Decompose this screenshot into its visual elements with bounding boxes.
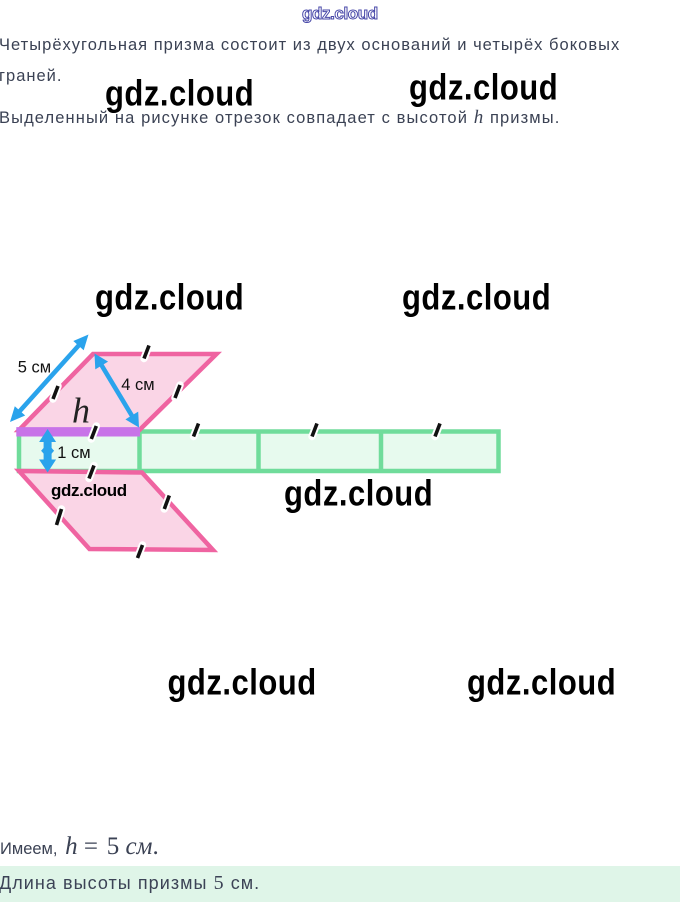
svg-text:4 см: 4 см xyxy=(121,376,154,394)
svg-text:h: h xyxy=(72,391,90,431)
svg-text:5 см: 5 см xyxy=(18,359,51,377)
svg-text:1 см: 1 см xyxy=(57,444,90,462)
